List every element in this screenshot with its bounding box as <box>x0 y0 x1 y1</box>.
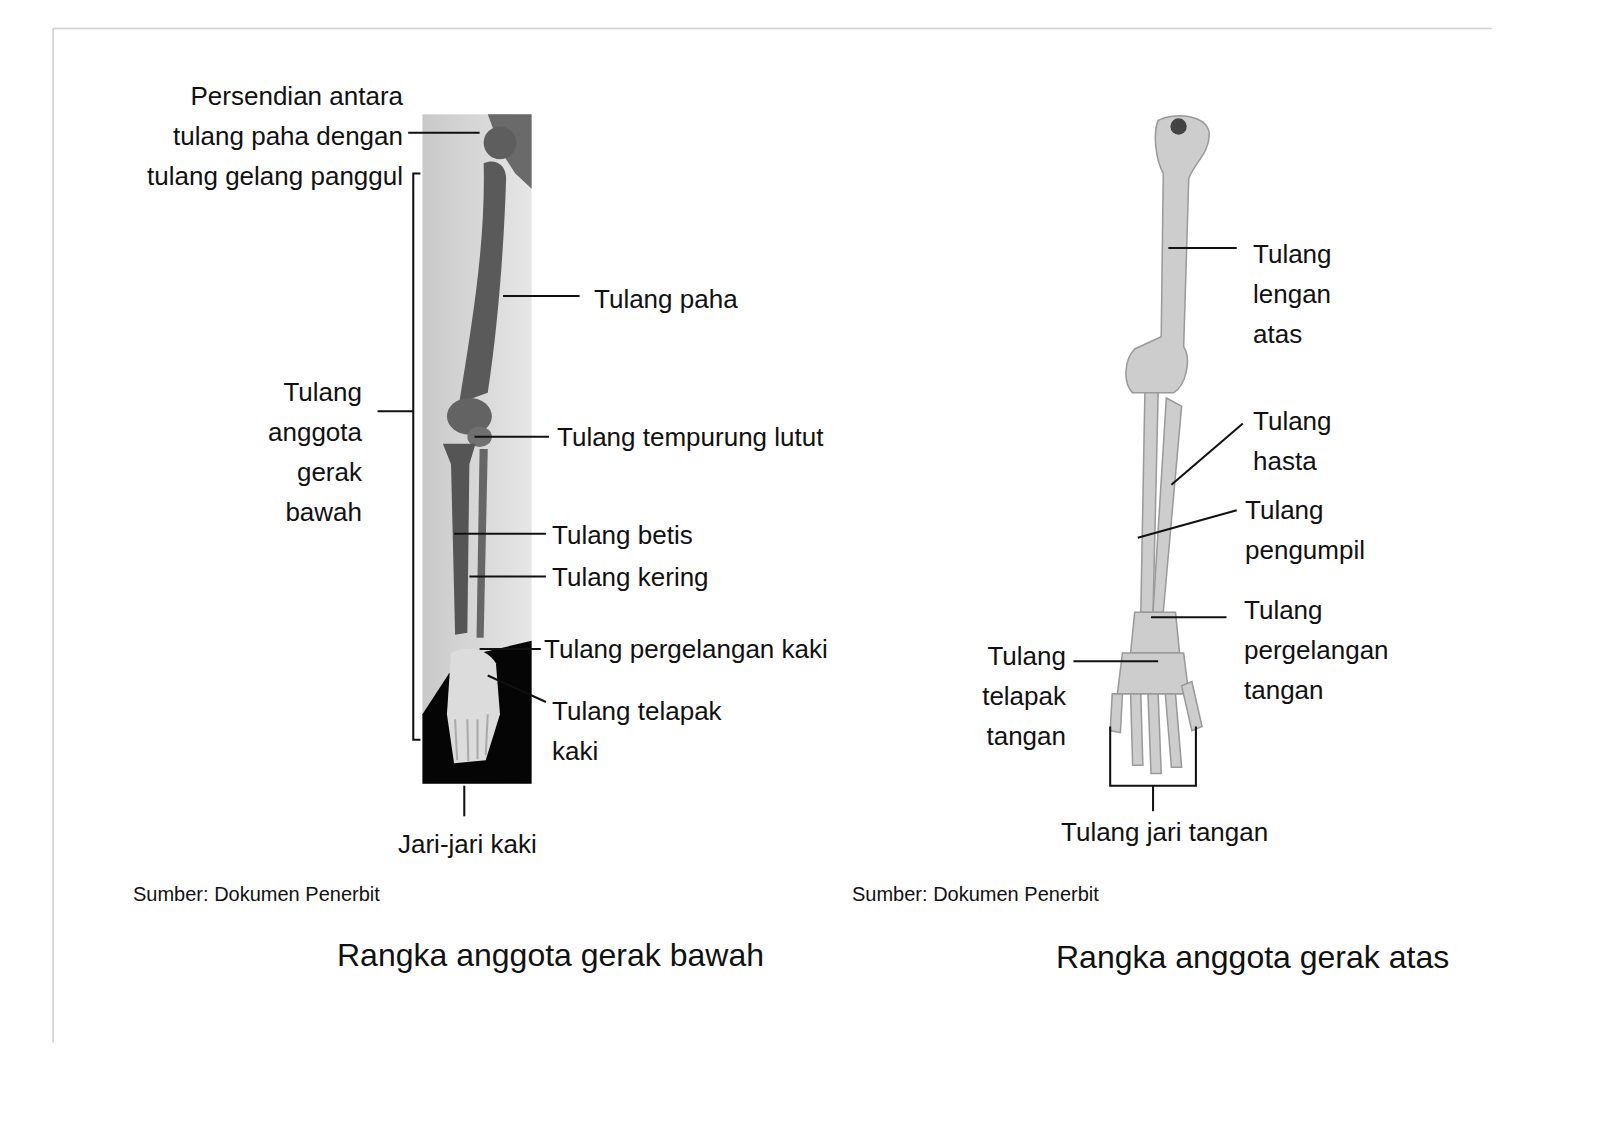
part-label: Tulang pengumpil <box>1245 490 1385 570</box>
part-label: Tulang betis <box>552 515 693 555</box>
part-label: Tulang paha <box>594 279 738 319</box>
part-label: Tulang jari tangan <box>1061 812 1268 852</box>
source-note: Sumber: Dokumen Penerbit <box>133 874 380 914</box>
part-label: Jari-jari kaki <box>398 824 537 864</box>
part-label: Tulang pergelangan tangan <box>1244 590 1419 710</box>
part-label: Tulang tempurung lutut <box>557 417 823 457</box>
source-note: Sumber: Dokumen Penerbit <box>852 874 1099 914</box>
part-label: Tulang lengan atas <box>1253 234 1353 354</box>
part-label: Tulang telapak kaki <box>552 691 752 771</box>
part-label: Tulang telapak tangan <box>946 636 1066 756</box>
figure-caption: Rangka anggota gerak atas <box>1056 937 1449 977</box>
figure-caption: Rangka anggota gerak bawah <box>337 935 764 975</box>
group-label: Tulang anggota gerak bawah <box>252 372 362 532</box>
part-label: Tulang hasta <box>1253 401 1353 481</box>
part-label: Tulang kering <box>552 557 709 597</box>
part-label: Persendian antara tulang paha dengan tul… <box>113 76 403 196</box>
part-label: Tulang pergelangan kaki <box>544 629 828 669</box>
